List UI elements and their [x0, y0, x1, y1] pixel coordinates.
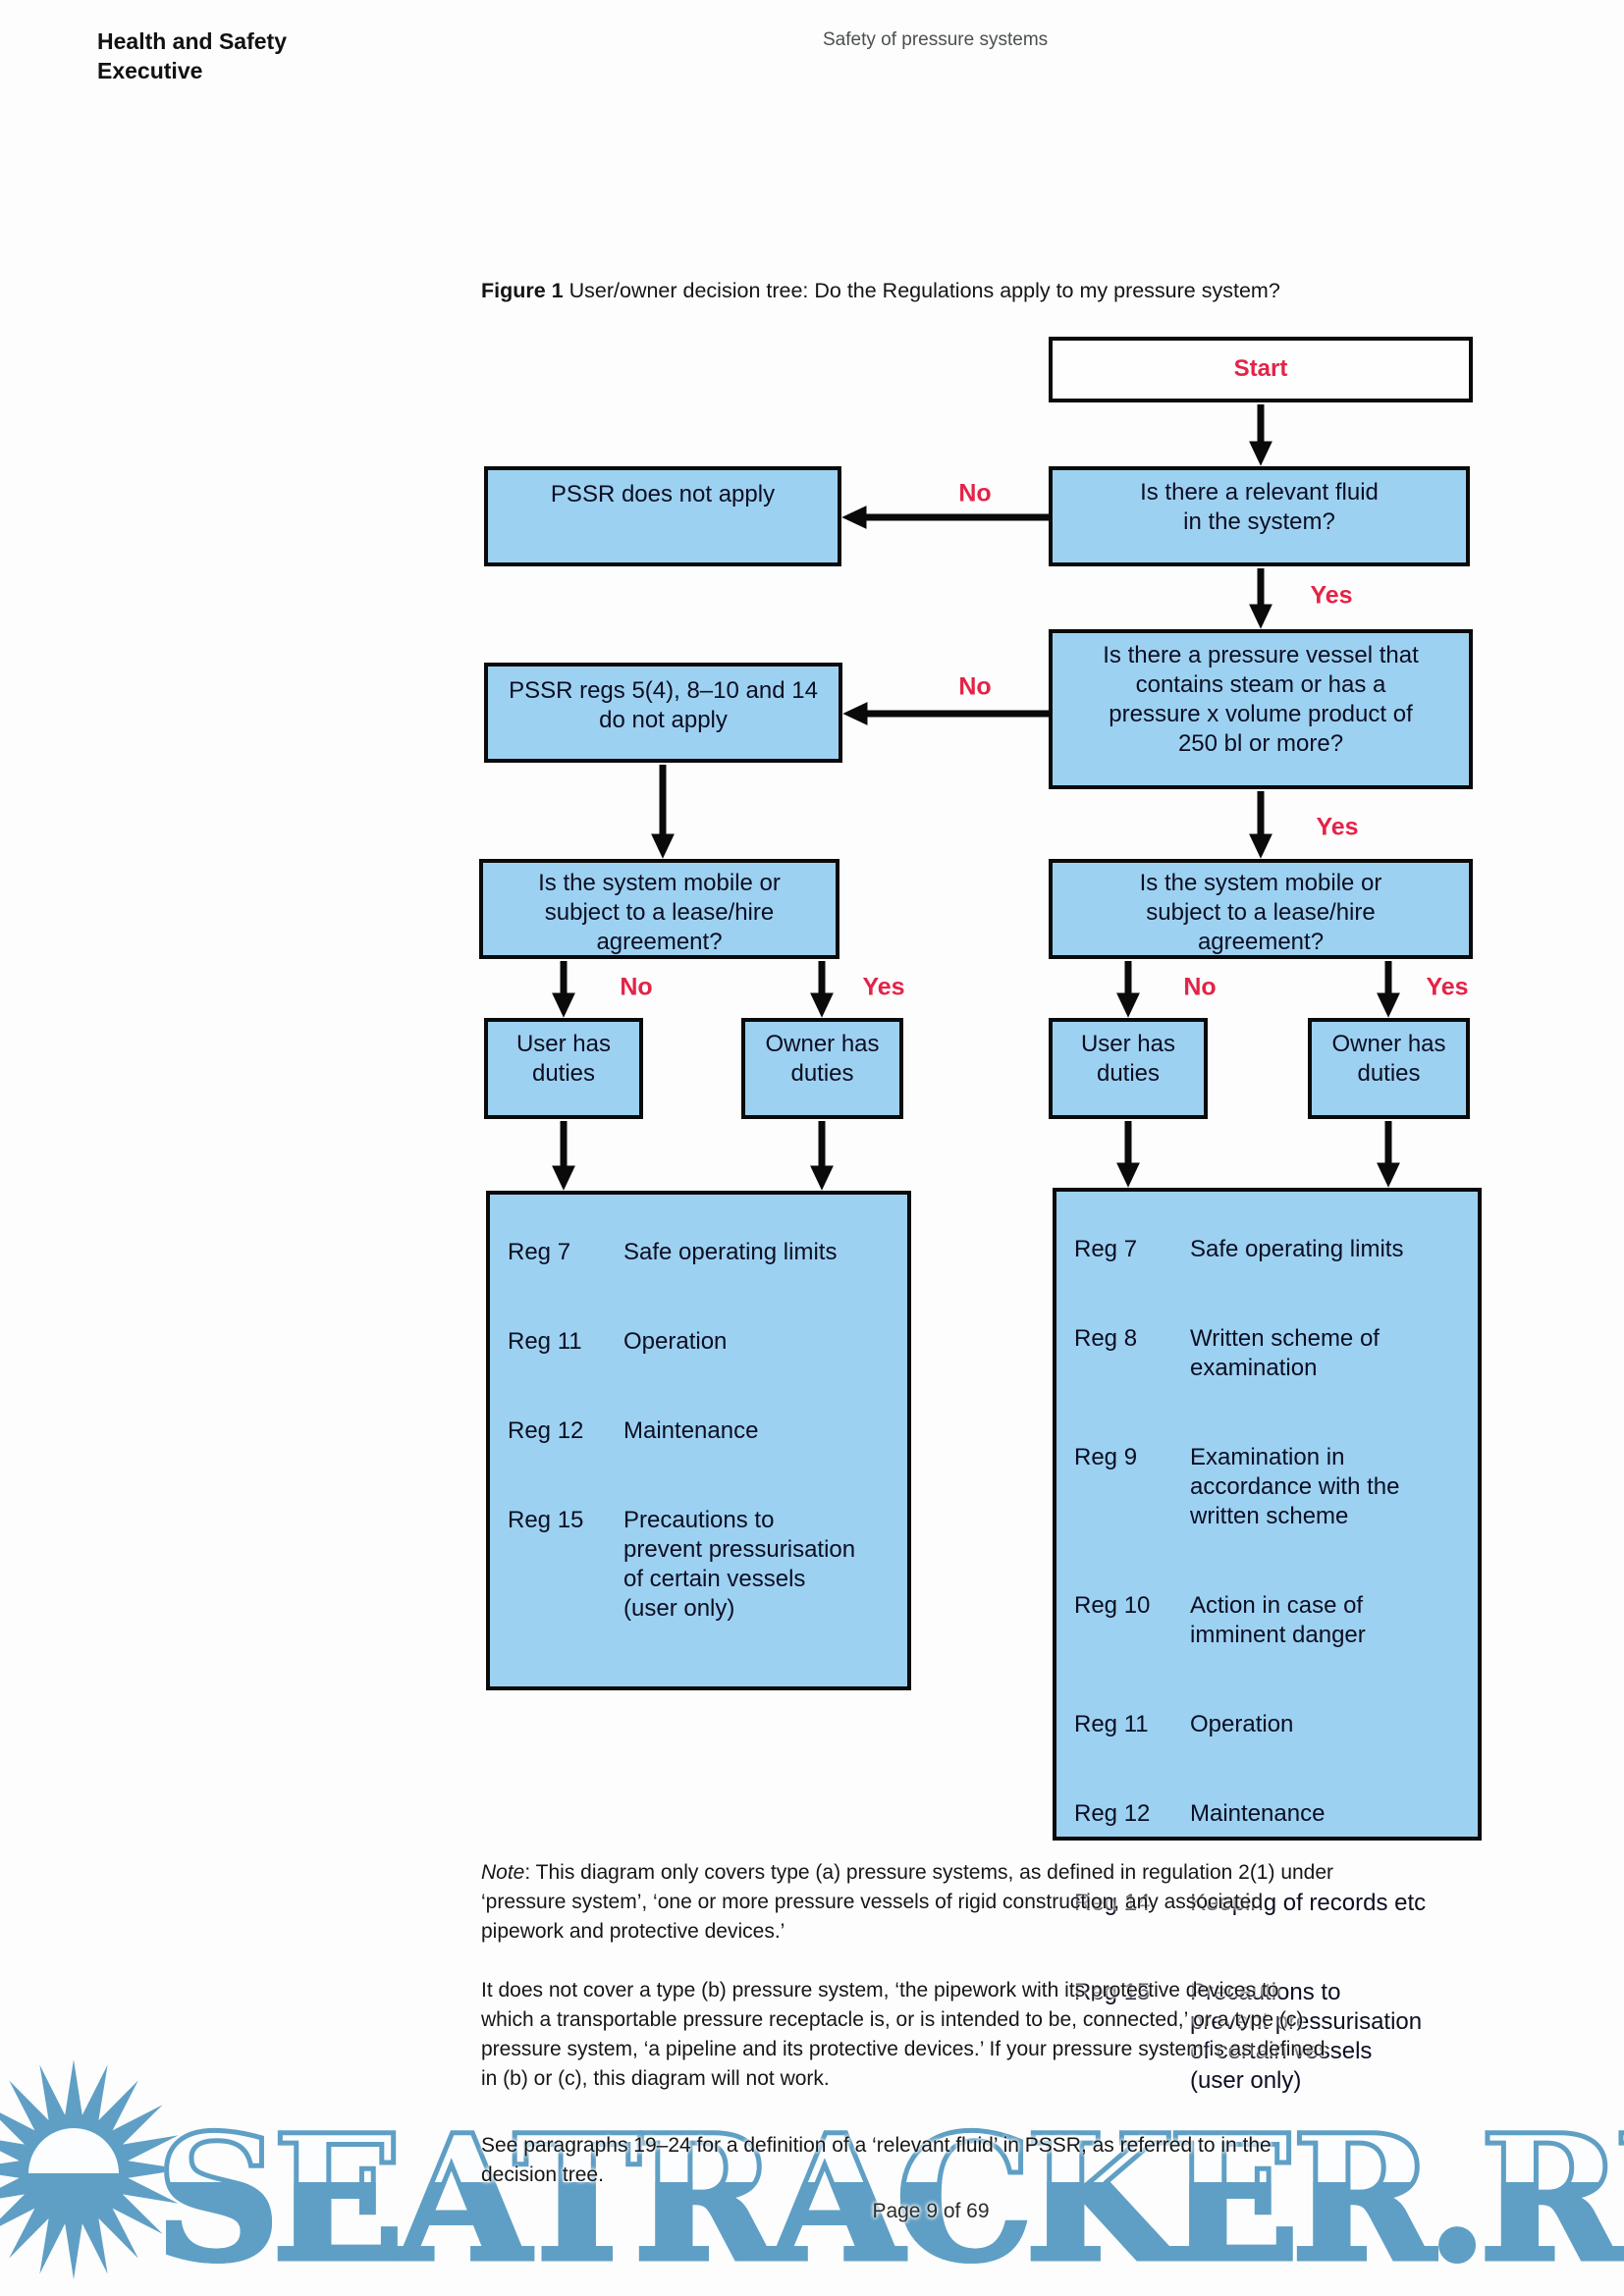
- reg-description: Operation: [623, 1328, 728, 1355]
- start-box: Start: [1049, 337, 1473, 402]
- question-relevant-fluid: Is there a relevant fluid in the system?: [1049, 466, 1470, 566]
- document-title: Safety of pressure systems: [823, 29, 1049, 50]
- reg-description: Keeping of records etc: [1190, 1890, 1427, 1916]
- label-no-4: No: [1183, 973, 1217, 1001]
- reg-description: Action in case of imminent danger: [1190, 1592, 1366, 1648]
- reg-number: Reg 8: [1074, 1325, 1138, 1352]
- owner-duties-right: Owner has duties: [1308, 1018, 1470, 1119]
- reg-row: Reg 11 Operation: [1074, 1710, 1472, 1739]
- reg-number: Reg 12: [1074, 1800, 1151, 1827]
- note-paragraph-3: See paragraphs 19–24 for a definition of…: [481, 2134, 1272, 2186]
- reg-description: Maintenance: [1190, 1800, 1326, 1827]
- note-text: : This diagram only covers type (a) pres…: [481, 1861, 1334, 1943]
- reg-description: Precautions to prevent pressurisation of…: [623, 1507, 856, 1622]
- reg-row: Reg 15 Precautions to prevent pressurisat…: [508, 1506, 901, 1624]
- reg-row: Reg 12 Maintenance: [508, 1416, 901, 1446]
- reg-row: Reg 10 Action in case of imminent danger: [1074, 1591, 1472, 1650]
- reg-description: Operation: [1190, 1711, 1294, 1737]
- note-paragraph-1: Note: This diagram only covers type (a) …: [481, 1858, 1502, 1947]
- note-paragraph-2: It does not cover a type (b) pressure sy…: [481, 1979, 1326, 2090]
- question-mobile-right: Is the system mobile or subject to a lea…: [1049, 859, 1473, 959]
- reg-row: Reg 11 Operation: [508, 1327, 901, 1357]
- reg-row: Reg 9 Examination in accordance with the …: [1074, 1443, 1472, 1531]
- figure-caption-text: User/owner decision tree: Do the Regulat…: [563, 279, 1280, 302]
- user-duties-left: User has duties: [484, 1018, 643, 1119]
- label-yes-3: Yes: [862, 973, 905, 1001]
- user-duties-right: User has duties: [1049, 1018, 1208, 1119]
- reg-row: Reg 7 Safe operating limits: [1074, 1235, 1472, 1264]
- question-pressure-vessel: Is there a pressure vessel that contains…: [1049, 629, 1473, 789]
- reg-number: Reg 15: [508, 1507, 584, 1533]
- reg-number: Reg 7: [1074, 1236, 1138, 1262]
- reg-description: Safe operating limits: [1190, 1236, 1404, 1262]
- owner-duties-left: Owner has duties: [741, 1018, 903, 1119]
- reg-description: Maintenance: [623, 1417, 759, 1444]
- reg-number: Reg 11: [1074, 1711, 1149, 1737]
- reg-description: Safe operating limits: [623, 1239, 838, 1265]
- reg-number: Reg 14: [1074, 1890, 1151, 1916]
- publisher-title: Health and Safety Executive: [97, 28, 287, 83]
- label-no-3: No: [620, 973, 653, 1001]
- watermark-text: SEATRACKER.RU: [152, 2095, 1624, 2296]
- reg-row: Reg 14 Keeping of records etc: [1074, 1889, 1472, 1918]
- label-yes-4: Yes: [1426, 973, 1469, 1001]
- figure-caption: Figure 1 User/owner decision tree: Do th…: [481, 279, 1280, 303]
- reg-number: Reg 10: [1074, 1592, 1151, 1619]
- reg-description: Examination in accordance with the writt…: [1190, 1444, 1400, 1529]
- reg-number: Reg 7: [508, 1239, 571, 1265]
- sun-logo-icon: [0, 2059, 184, 2279]
- reg-list-left: Reg 7 Safe operating limits Reg 11 Operati…: [486, 1191, 911, 1690]
- note-label: Note: [481, 1861, 525, 1884]
- reg-row: Reg 15 Precautions to prevent pressurisat…: [1074, 1978, 1472, 2096]
- reg-number: Reg 15: [1074, 1979, 1151, 2005]
- reg-row: Reg 12 Maintenance: [1074, 1799, 1472, 1829]
- reg-number: Reg 12: [508, 1417, 584, 1444]
- reg-description: Precautions to prevent pressurisation of…: [1190, 1979, 1423, 2094]
- page-number: Page 9 of 69: [872, 2200, 990, 2222]
- outcome-pssr-not-apply: PSSR does not apply: [484, 466, 841, 566]
- reg-list-right: Reg 7 Safe operating limits Reg 8 Written …: [1053, 1188, 1482, 2094]
- label-no-2: No: [958, 672, 992, 701]
- label-yes-2: Yes: [1316, 813, 1359, 841]
- reg-description: Written scheme of examination: [1190, 1325, 1380, 1381]
- question-mobile-left: Is the system mobile or subject to a lea…: [479, 859, 839, 959]
- reg-number: Reg 9: [1074, 1444, 1138, 1470]
- label-no-1: No: [958, 479, 992, 507]
- reg-number: Reg 11: [508, 1328, 582, 1355]
- reg-row: Reg 7 Safe operating limits: [508, 1238, 901, 1267]
- label-yes-1: Yes: [1310, 581, 1353, 610]
- start-label: Start: [1233, 355, 1288, 382]
- outcome-pssr-regs-not-apply: PSSR regs 5(4), 8–10 and 14 do not apply: [484, 663, 842, 763]
- figure-label: Figure 1: [481, 279, 564, 302]
- reg-row: Reg 8 Written scheme of examination: [1074, 1324, 1472, 1383]
